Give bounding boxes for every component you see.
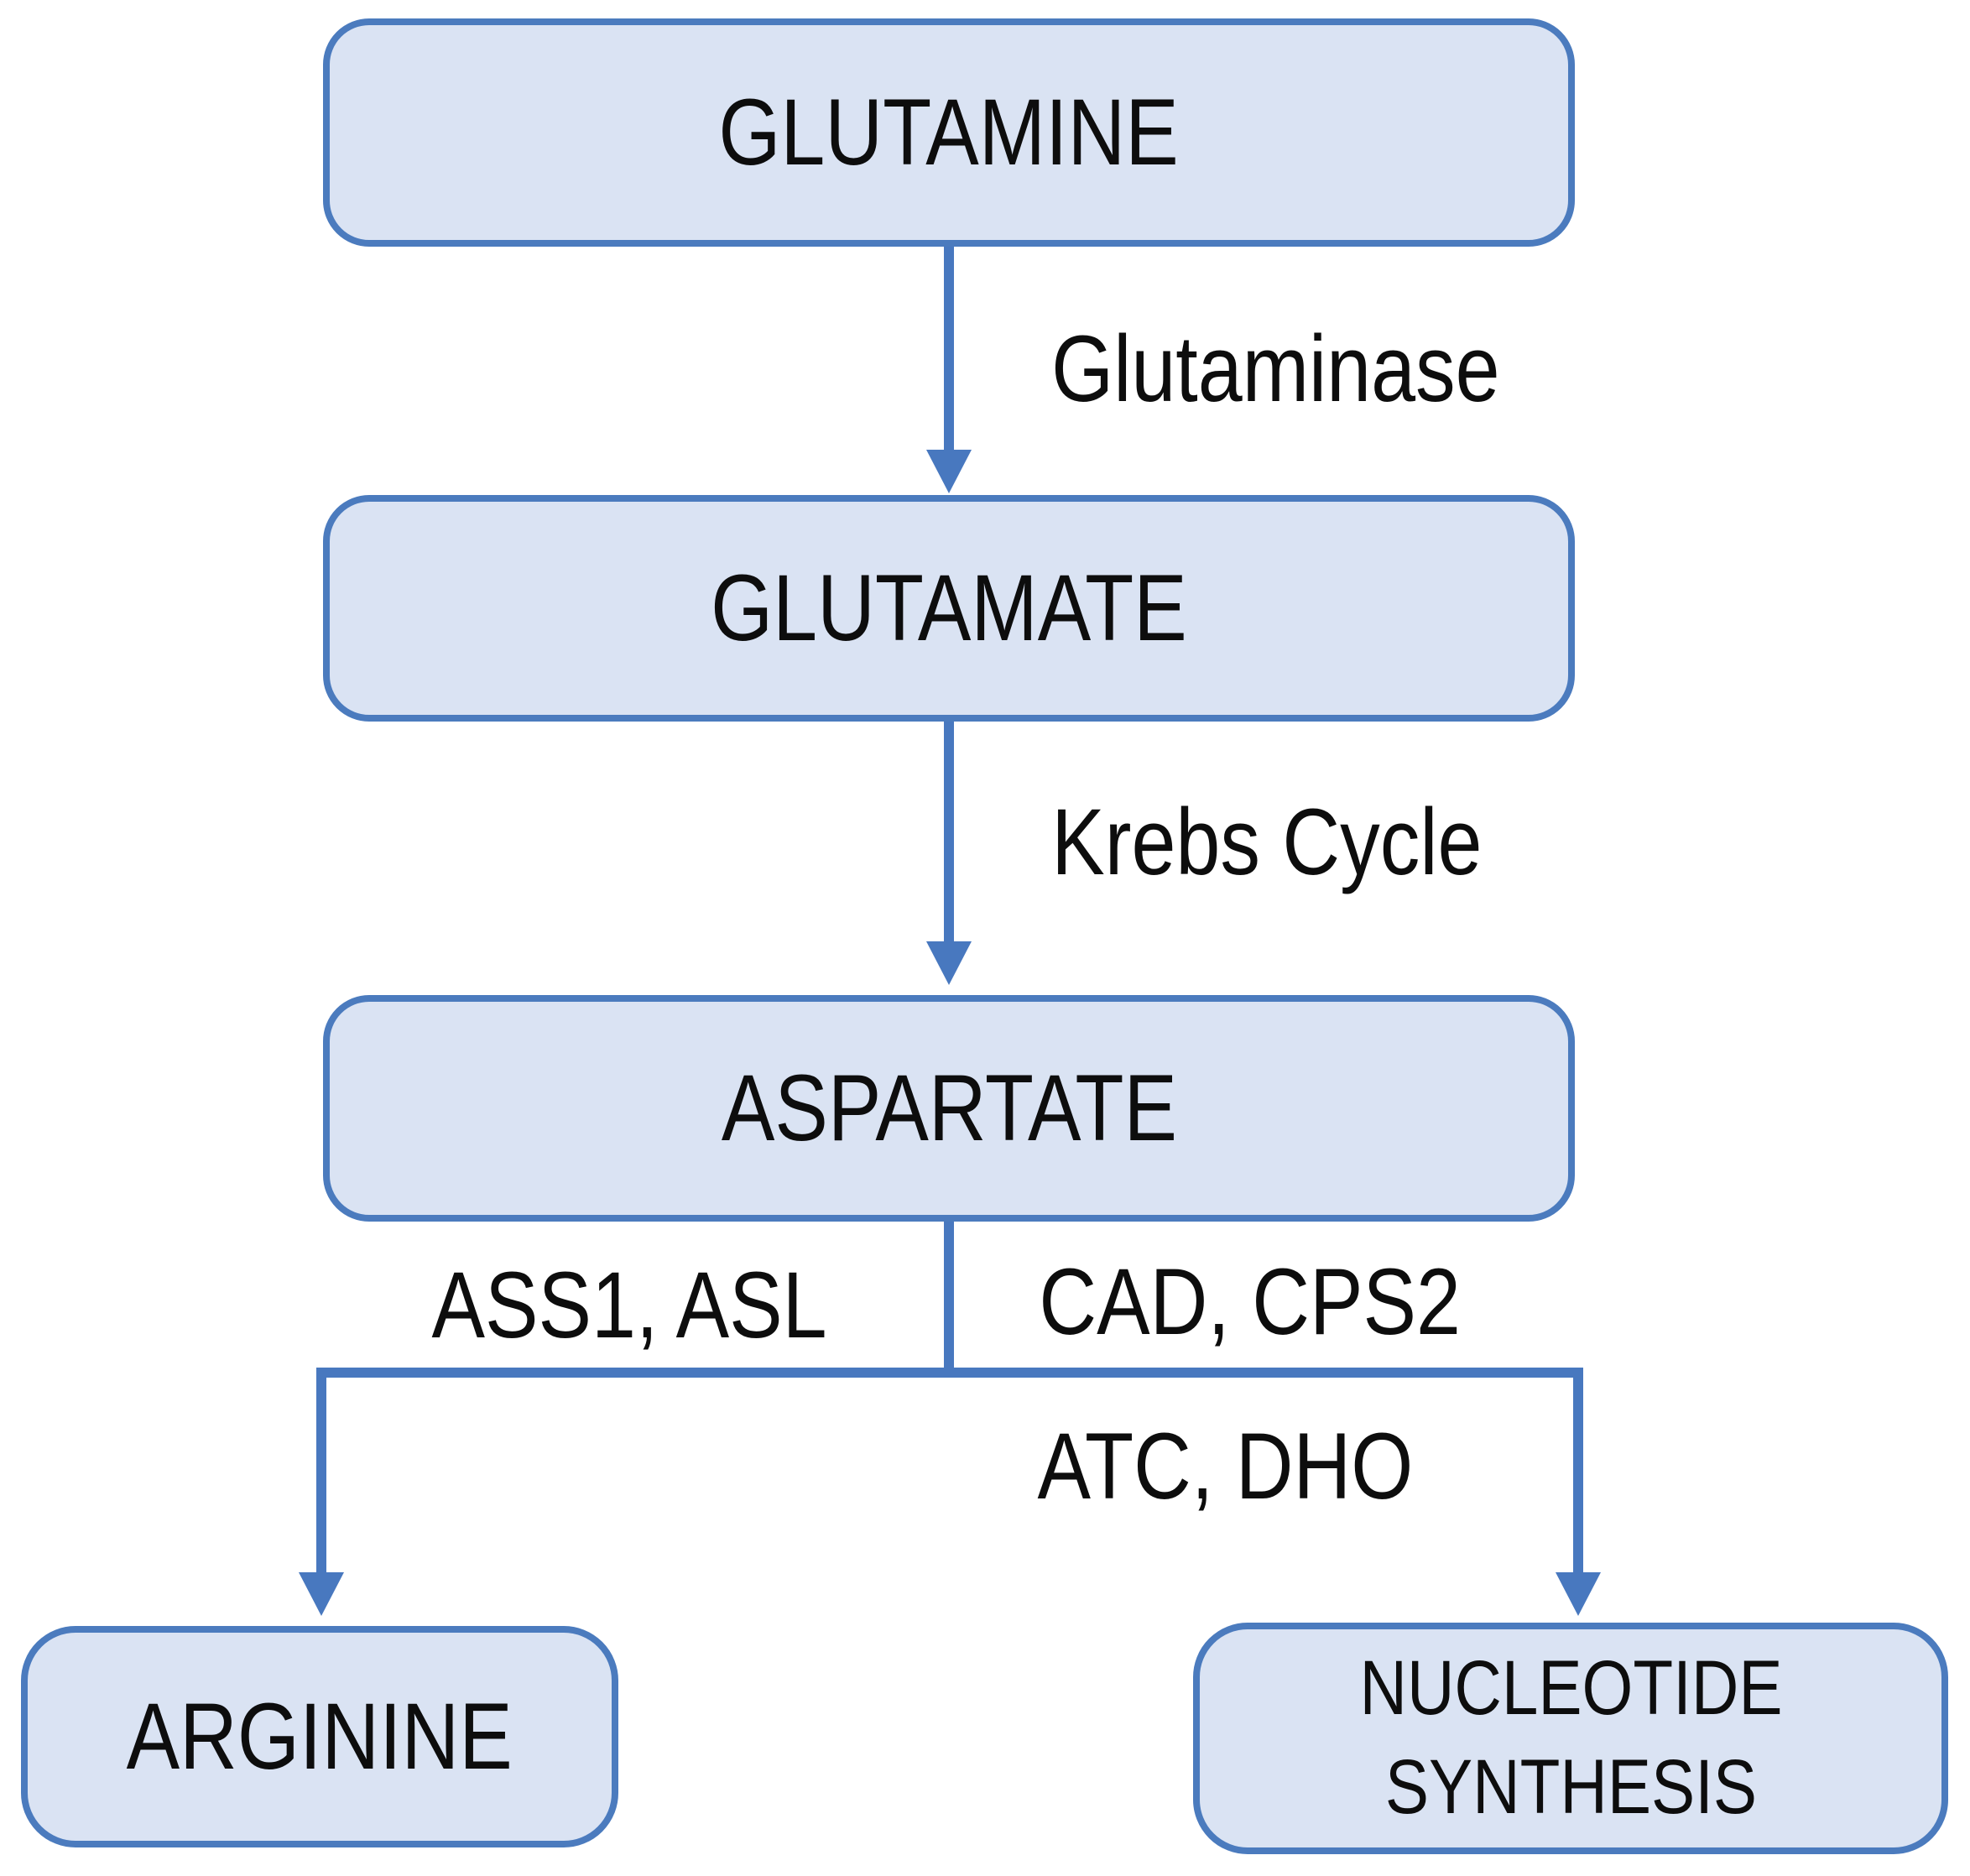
connector-branch-arginine [316, 1368, 326, 1574]
node-label: ARGININE [126, 1684, 513, 1789]
node-label: GLUTAMATE [711, 555, 1187, 660]
edge-label-cad-cps2: CAD, CPS2 [998, 1255, 1502, 1349]
edge-label-text: Glutaminase [1050, 316, 1500, 421]
node-nucleotide-synthesis: NUCLEOTIDE SYNTHESIS [1193, 1623, 1948, 1854]
edge-label-krebs-cycle: Krebs Cycle [990, 795, 1544, 889]
node-aspartate: ASPARTATE [323, 995, 1575, 1222]
connector-branch-bar [316, 1368, 1583, 1378]
node-label: GLUTAMINE [718, 80, 1180, 185]
edge-label-ass1-asl: ASS1, ASL [369, 1258, 889, 1352]
node-label-line-1: NUCLEOTIDE [1358, 1645, 1783, 1732]
connector-branch-nucleotide [1573, 1368, 1583, 1574]
connector-aspartate-stem [944, 1222, 954, 1373]
arrowhead-down-icon [926, 941, 972, 985]
node-label: ASPARTATE [721, 1055, 1177, 1160]
edge-label-atc-dho: ATC, DHO [998, 1420, 1451, 1514]
edge-label-text: CAD, CPS2 [1039, 1249, 1462, 1354]
node-glutamate: GLUTAMATE [323, 495, 1575, 722]
node-arginine: ARGININE [21, 1626, 618, 1847]
connector-glutamate-aspartate [944, 722, 954, 943]
arrowhead-down-icon [299, 1572, 344, 1616]
edge-label-glutaminase: Glutaminase [990, 322, 1561, 416]
edge-label-text: ASS1, ASL [431, 1253, 827, 1357]
node-label: NUCLEOTIDE SYNTHESIS [1359, 1639, 1782, 1837]
edge-label-text: Krebs Cycle [1051, 789, 1483, 894]
node-label-line-2: SYNTHESIS [1384, 1744, 1757, 1830]
edge-label-text: ATC, DHO [1037, 1414, 1413, 1519]
arrowhead-down-icon [1556, 1572, 1601, 1616]
arrowhead-down-icon [926, 450, 972, 493]
node-glutamine: GLUTAMINE [323, 18, 1575, 247]
connector-glutamine-glutamate [944, 247, 954, 453]
